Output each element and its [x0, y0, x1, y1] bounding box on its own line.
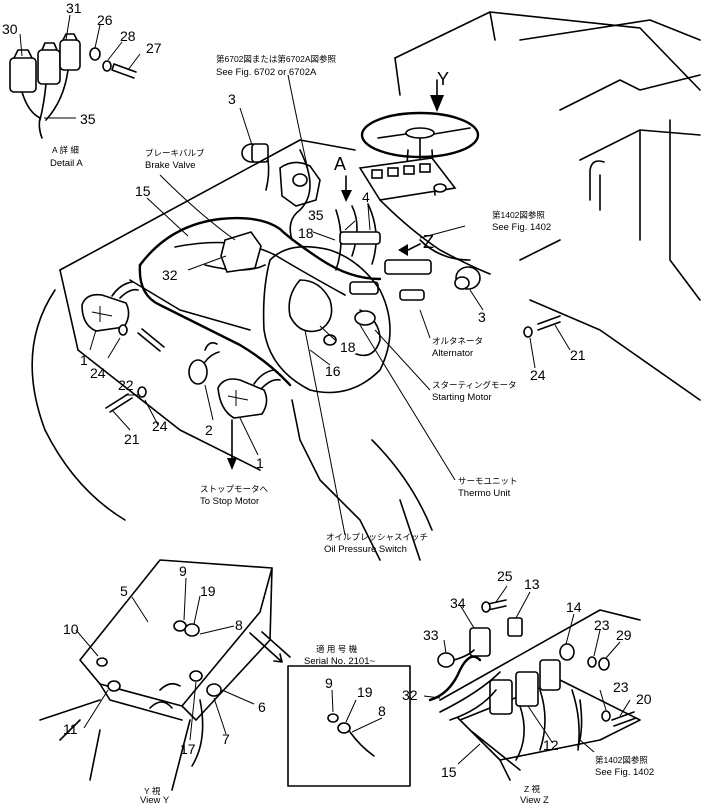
callout-1-lower: 1	[256, 455, 264, 471]
main-assembly-illustration	[31, 11, 701, 561]
callout-25: 25	[497, 568, 513, 584]
ref-fig-1402-bottom-en: See Fig. 1402	[595, 767, 654, 778]
detail-a-label-jp: A 詳 細	[52, 145, 79, 155]
callout-32-main: 32	[162, 267, 178, 283]
callout-21-right: 21	[570, 347, 586, 363]
detail-a-illustration	[9, 14, 141, 139]
callout-10: 10	[63, 621, 79, 637]
callout-21-left: 21	[124, 431, 140, 447]
view-y-illustration	[39, 559, 273, 791]
callout-3-right: 3	[478, 309, 486, 325]
callout-32-z: 32	[402, 687, 418, 703]
callout-23-lower: 23	[613, 679, 629, 695]
callout-18-lower: 18	[340, 339, 356, 355]
thermo-unit-label-en: Thermo Unit	[458, 488, 511, 499]
view-letter-z: Z	[423, 232, 434, 252]
callout-8-y: 8	[235, 617, 243, 633]
callout-15-z: 15	[441, 764, 457, 780]
callout-30: 30	[2, 21, 18, 37]
view-y-label-en: View Y	[140, 795, 170, 805]
serial-no-label-en: Serial No. 2101~	[304, 656, 375, 667]
ref-fig-1402-bottom-jp: 第1402図参照	[595, 755, 648, 765]
callout-29: 29	[616, 627, 632, 643]
callout-24-left: 24	[90, 365, 106, 381]
brake-valve-label-jp: ブレーキバルブ	[145, 148, 205, 158]
callout-6: 6	[258, 699, 266, 715]
serial-box-illustration	[249, 631, 411, 787]
callout-26: 26	[97, 12, 113, 28]
view-z-label-jp: Z 視	[524, 784, 541, 794]
alternator-label-en: Alternator	[432, 348, 473, 359]
callout-22: 22	[118, 377, 134, 393]
callout-35-main: 35	[308, 207, 324, 223]
callout-27: 27	[146, 40, 162, 56]
ref-fig-1402-top-jp: 第1402図参照	[492, 210, 545, 220]
callout-18-upper: 18	[298, 225, 314, 241]
callout-9-serial: 9	[325, 675, 333, 691]
callout-19-serial: 19	[357, 684, 373, 700]
alternator-label-jp: オルタネータ	[432, 336, 483, 346]
detail-a-label-en: Detail A	[50, 158, 83, 169]
view-letter-y: Y	[437, 69, 449, 89]
view-y-label-jp: Y 視	[144, 786, 161, 796]
callout-7: 7	[222, 731, 230, 747]
callout-9-y: 9	[179, 563, 187, 579]
callout-24-right: 24	[530, 367, 546, 383]
ref-fig-1402-top-en: See Fig. 1402	[492, 222, 551, 233]
thermo-unit-label-jp: サーモユニット	[458, 476, 518, 486]
callout-2: 2	[205, 422, 213, 438]
callout-13: 13	[524, 576, 540, 592]
callout-17: 17	[180, 741, 196, 757]
callout-5: 5	[120, 583, 128, 599]
callout-8-serial: 8	[378, 703, 386, 719]
callout-23-upper: 23	[594, 617, 610, 633]
oil-pressure-switch-label-en: Oil Pressure Switch	[324, 544, 407, 555]
ref-fig-6702-en: See Fig. 6702 or 6702A	[216, 67, 317, 78]
callout-24-lower: 24	[152, 418, 168, 434]
serial-no-label-jp: 適 用 号 機	[316, 644, 358, 654]
callout-15-main: 15	[135, 183, 151, 199]
view-letter-a: A	[334, 154, 346, 174]
callout-20: 20	[636, 691, 652, 707]
oil-pressure-switch-label-jp: オイルプレッシャスイッチ	[326, 532, 428, 542]
view-z-label-en: View Z	[520, 795, 549, 805]
stop-motor-label-en: To Stop Motor	[200, 496, 259, 507]
stop-motor-label-jp: ストップモータへ	[200, 484, 269, 494]
callout-28: 28	[120, 28, 136, 44]
callout-34: 34	[450, 595, 466, 611]
callout-4: 4	[362, 189, 370, 205]
brake-valve-label-en: Brake Valve	[145, 160, 196, 171]
callout-12: 12	[543, 737, 559, 753]
callout-14: 14	[566, 599, 582, 615]
callout-19-y: 19	[200, 583, 216, 599]
callout-35-detail: 35	[80, 111, 96, 127]
callout-11: 11	[63, 721, 78, 737]
callout-16: 16	[325, 363, 341, 379]
ref-fig-6702-jp: 第6702図または第6702A図参照	[216, 54, 336, 64]
callout-3-left: 3	[228, 91, 236, 107]
starting-motor-label-en: Starting Motor	[432, 392, 492, 403]
starting-motor-label-jp: スターティングモータ	[432, 380, 517, 390]
callout-1-upper: 1	[80, 352, 88, 368]
callout-33: 33	[423, 627, 439, 643]
callout-31: 31	[66, 0, 82, 16]
view-z-illustration	[423, 585, 641, 781]
